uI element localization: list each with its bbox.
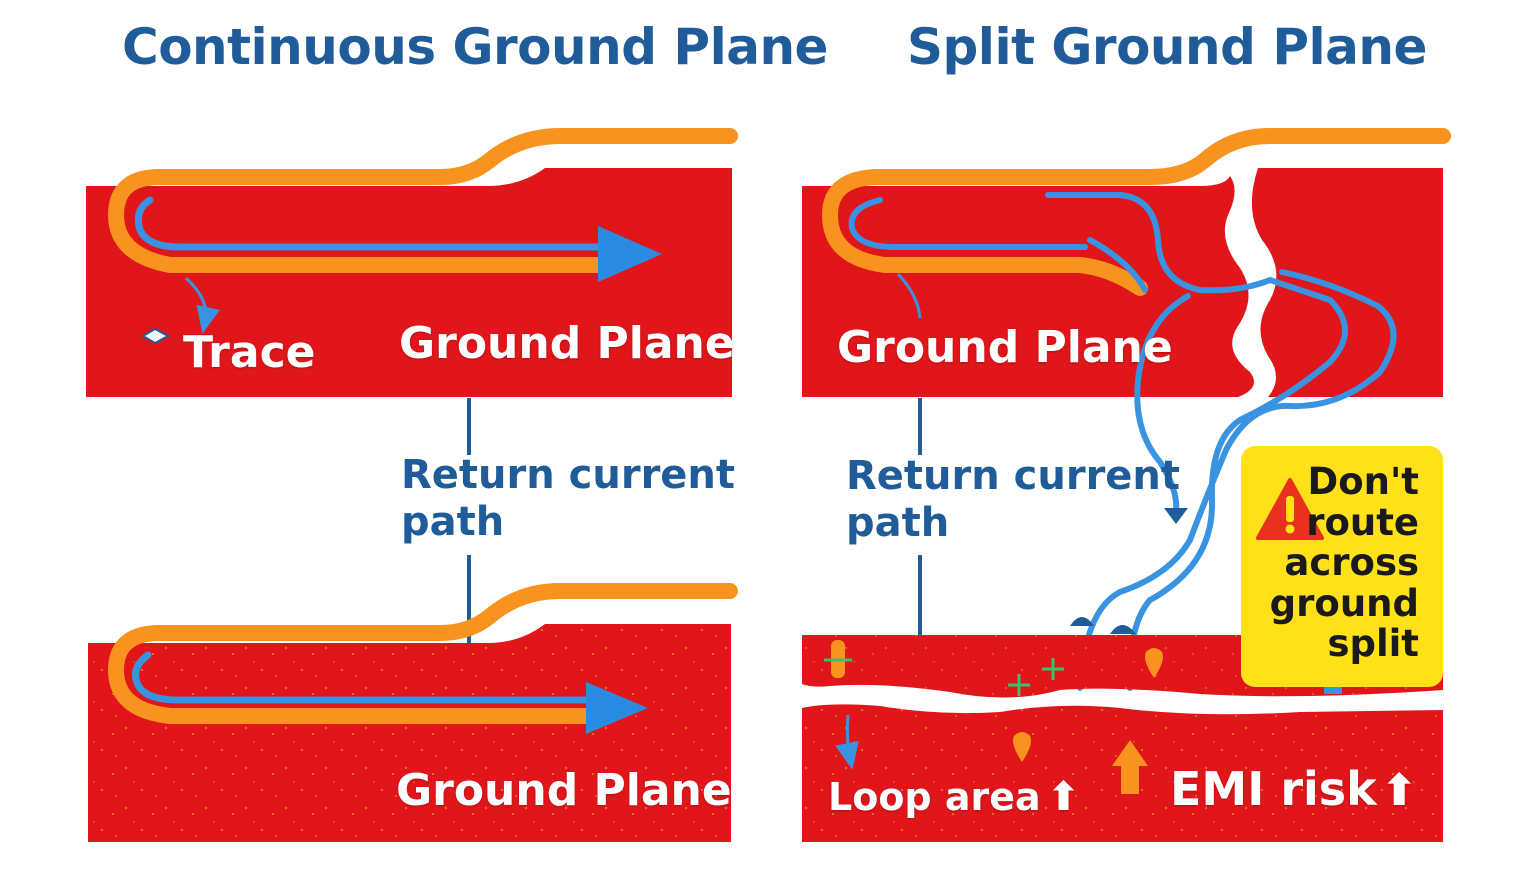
pin-marker-icon <box>1013 732 1031 762</box>
plus-marker-icon <box>1008 658 1064 696</box>
emi-risk-label: EMI risk⬆ <box>1170 762 1418 816</box>
right-return-label-1: Return current <box>846 453 1181 499</box>
left-bottom-speckle <box>88 624 731 842</box>
right-top-plane-label: Ground Plane <box>837 322 1173 373</box>
warning-box: Don't route across ground split <box>1241 446 1443 687</box>
emi-bar <box>1324 686 1342 694</box>
right-title: Split Ground Plane <box>907 18 1427 76</box>
warning-line: ground <box>1269 581 1419 625</box>
loop-pointer <box>835 714 859 770</box>
left-bottom-arrowhead <box>586 682 648 734</box>
left-top-trace <box>108 128 738 273</box>
warning-line: Don't <box>1307 460 1420 503</box>
right-detour-path-b <box>1077 269 1397 691</box>
left-bottom-trace <box>108 583 738 724</box>
diamond-icon <box>141 327 171 345</box>
warning-triangle-icon <box>1256 478 1324 540</box>
right-top-ground-plane-left <box>802 176 1254 397</box>
warning-text: Don't route across ground split <box>1269 460 1420 665</box>
left-return-label-1: Return current <box>401 452 736 498</box>
loop-area-label: Loop area⬆ <box>828 774 1080 820</box>
up-arrow-icon <box>1112 740 1148 794</box>
down-arrowhead-icon <box>1164 508 1188 524</box>
right-detour-path-c <box>1134 293 1191 513</box>
left-bottom-plane-label: Ground Plane <box>396 765 732 816</box>
warning-line: across <box>1284 541 1419 584</box>
right-trace-pointer <box>896 272 922 319</box>
detour-cap-icon <box>1110 625 1136 634</box>
detour-cap-icon <box>1070 617 1094 626</box>
left-trace-pointer <box>184 276 221 334</box>
right-top-trace <box>822 128 1451 296</box>
left-top-return-path <box>134 196 616 251</box>
right-return-label-2: path <box>846 500 950 546</box>
left-top-arrowhead <box>598 226 662 282</box>
up-arrow-icon: ⬆ <box>1046 774 1081 820</box>
right-top-return-hook <box>848 197 1088 250</box>
right-detour-loop <box>1087 237 1148 293</box>
warning-line: split <box>1327 622 1419 665</box>
emi-risk-text: EMI risk <box>1170 762 1377 816</box>
left-title: Continuous Ground Plane <box>122 18 828 76</box>
trace-label: Trace <box>183 327 316 378</box>
pin-marker-icon <box>1145 648 1163 678</box>
warning-line: route <box>1306 500 1419 544</box>
up-arrow-icon: ⬆ <box>1380 765 1418 816</box>
left-top-plane-label: Ground Plane <box>399 318 735 369</box>
left-return-label-2: path <box>401 499 505 545</box>
loop-area-text: Loop area <box>828 775 1041 819</box>
right-detour-path-a <box>1045 192 1348 691</box>
left-top-ground-plane <box>86 168 732 397</box>
left-bottom-return-path <box>132 651 604 704</box>
